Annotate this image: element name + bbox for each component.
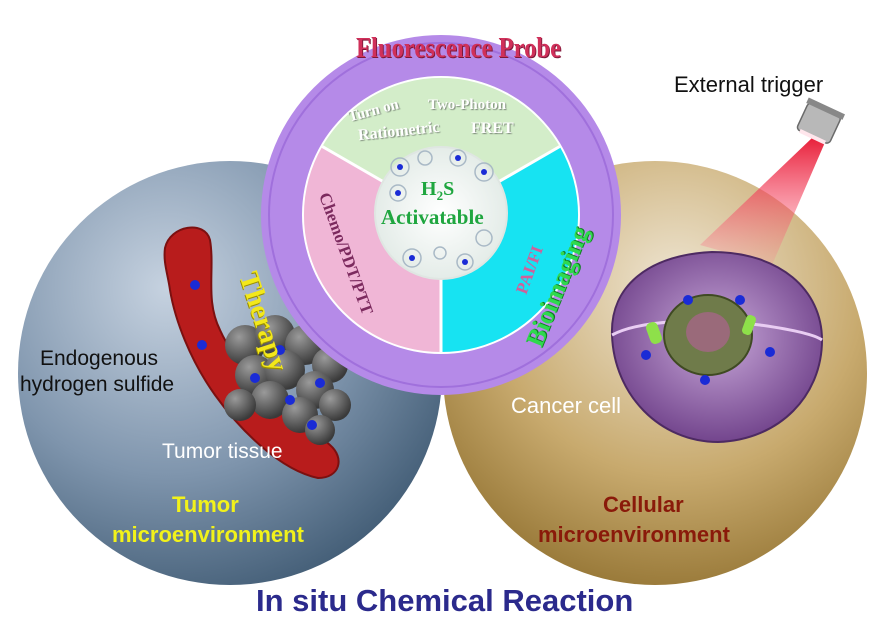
external-trigger-label: External trigger bbox=[674, 72, 824, 97]
fret-label: FRET bbox=[471, 120, 514, 137]
light-beam bbox=[700, 138, 826, 265]
h2s-label: H2S bbox=[421, 178, 454, 204]
cancer-cell-illustration bbox=[610, 250, 824, 444]
tumor-title-line2: microenvironment bbox=[112, 522, 304, 547]
blood-vessel-illustration bbox=[163, 226, 340, 480]
fluorescence-probe-title: Fluorescence Probe bbox=[356, 33, 562, 64]
probe-particles bbox=[389, 149, 494, 271]
external-trigger-lamp bbox=[796, 97, 846, 145]
cancer-cell-label: Cancer cell bbox=[511, 393, 622, 418]
cellular-title-line2: microenvironment bbox=[538, 522, 730, 547]
in-situ-reaction-title: In situ Chemical Reaction bbox=[256, 583, 634, 618]
tumor-tissue-cluster bbox=[224, 315, 351, 445]
cellular-title-line1: Cellular bbox=[603, 492, 684, 517]
h2s-activatable-core bbox=[374, 146, 508, 280]
two-photon-label: Two-Photon bbox=[428, 97, 507, 113]
endogenous-h2s-label-line1: Endogenous bbox=[40, 347, 158, 370]
h2s-h: H bbox=[421, 178, 437, 200]
endogenous-h2s-label-line2: hydrogen sulfide bbox=[20, 373, 175, 396]
h2s-molecules-left bbox=[190, 280, 325, 430]
tumor-tissue-label: Tumor tissue bbox=[162, 440, 283, 463]
tumor-title-line1: Tumor bbox=[172, 492, 239, 517]
h2s-s: S bbox=[443, 178, 455, 200]
h2s-subscript: 2 bbox=[436, 188, 444, 203]
activatable-label: Activatable bbox=[381, 205, 484, 229]
